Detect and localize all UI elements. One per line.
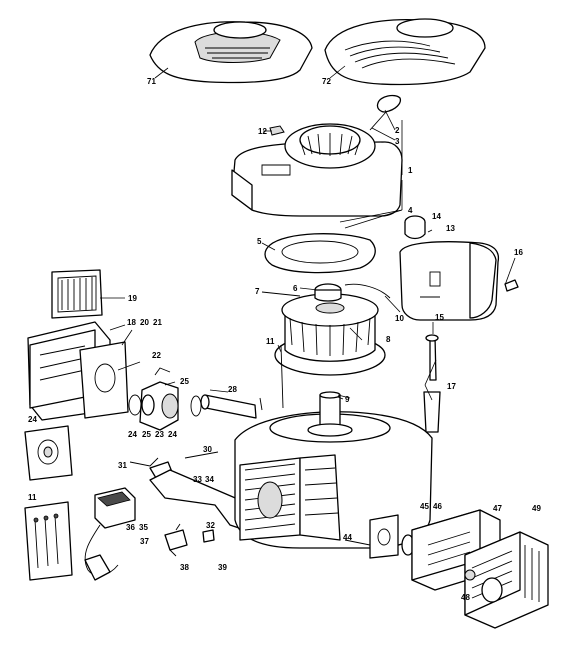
spring-30 bbox=[184, 451, 219, 459]
air-filter-housing bbox=[27, 321, 129, 421]
leader-lines bbox=[100, 65, 516, 401]
callout-25a: 25 bbox=[180, 377, 189, 386]
callout-38: 38 bbox=[180, 563, 189, 572]
engine-block bbox=[234, 391, 433, 549]
callout-48: 48 bbox=[461, 593, 470, 602]
flywheel bbox=[274, 283, 386, 376]
ignition-coil bbox=[84, 487, 136, 581]
callout-14: 14 bbox=[432, 212, 441, 221]
callout-47: 47 bbox=[493, 504, 502, 513]
callout-16: 16 bbox=[514, 248, 523, 257]
dipstick-tube bbox=[423, 334, 441, 433]
callout-24-carb: 24 bbox=[168, 430, 177, 439]
callout-28: 28 bbox=[228, 385, 237, 394]
callout-13: 13 bbox=[446, 224, 455, 233]
callout-45: 45 bbox=[420, 502, 429, 511]
callout-17: 17 bbox=[447, 382, 456, 391]
screw-48 bbox=[464, 569, 476, 581]
callout-3: 3 bbox=[395, 137, 400, 146]
inset-box-head-bolts bbox=[24, 501, 73, 581]
callout-20: 20 bbox=[140, 318, 149, 327]
callout-46: 46 bbox=[433, 502, 442, 511]
callout-4: 4 bbox=[408, 206, 413, 215]
nut-12 bbox=[269, 125, 285, 136]
callout-18: 18 bbox=[127, 318, 136, 327]
callout-24-inset: 24 bbox=[28, 415, 37, 424]
callout-34: 34 bbox=[205, 475, 214, 484]
muffler-gasket bbox=[369, 514, 399, 559]
callout-32: 32 bbox=[206, 521, 215, 530]
callout-22: 22 bbox=[152, 351, 161, 360]
bolt-39 bbox=[202, 529, 215, 543]
callout-12: 12 bbox=[258, 127, 267, 136]
callout-31: 31 bbox=[118, 461, 127, 470]
engine-cover-72 bbox=[324, 18, 486, 86]
callout-36: 36 bbox=[126, 523, 135, 532]
callout-39: 39 bbox=[218, 563, 227, 572]
callout-23: 23 bbox=[155, 430, 164, 439]
callout-25: 25 bbox=[142, 430, 151, 439]
callout-15: 15 bbox=[435, 313, 444, 322]
callout-24-gasket: 24 bbox=[128, 430, 137, 439]
callout-10: 10 bbox=[395, 314, 404, 323]
callout-44: 44 bbox=[343, 533, 352, 542]
spark-plug bbox=[164, 523, 188, 557]
gasket-24 bbox=[128, 394, 142, 416]
callout-30: 30 bbox=[203, 445, 212, 454]
callout-labels: 71 72 12 2 3 1 4 5 6 7 10 8 9 11 14 13 1… bbox=[28, 77, 541, 602]
spring-31 bbox=[129, 457, 159, 467]
callout-72: 72 bbox=[322, 77, 331, 86]
callout-19: 19 bbox=[128, 294, 137, 303]
callout-9: 9 bbox=[345, 395, 350, 404]
callout-21: 21 bbox=[153, 318, 162, 327]
crank-9 bbox=[337, 394, 351, 399]
callout-71: 71 bbox=[147, 77, 156, 86]
bolt-28 bbox=[259, 397, 263, 411]
callout-6: 6 bbox=[293, 284, 298, 293]
callout-8: 8 bbox=[386, 335, 391, 344]
pulley-wire-10 bbox=[344, 283, 391, 299]
callout-35: 35 bbox=[139, 523, 148, 532]
muffler-guard bbox=[464, 531, 549, 629]
callout-11: 11 bbox=[266, 337, 275, 346]
exhaust-stud-44 bbox=[344, 539, 371, 546]
flange-plate bbox=[264, 233, 376, 274]
fuel-tank bbox=[399, 215, 500, 321]
callout-11-inset: 11 bbox=[28, 493, 37, 502]
inset-box-carb-gaskets bbox=[24, 425, 73, 481]
intake-manifold bbox=[200, 394, 257, 419]
callout-37: 37 bbox=[140, 537, 149, 546]
air-filter-element bbox=[51, 269, 103, 319]
callout-5: 5 bbox=[257, 237, 262, 246]
callout-7: 7 bbox=[255, 287, 260, 296]
callout-49: 49 bbox=[532, 504, 541, 513]
callout-33: 33 bbox=[193, 475, 202, 484]
engine-cover-71 bbox=[149, 21, 313, 84]
callout-1: 1 bbox=[408, 166, 413, 175]
head-bolt-11 bbox=[280, 344, 284, 409]
starter-handle bbox=[369, 94, 402, 131]
fuel-tank-screw bbox=[504, 279, 519, 292]
carburetor bbox=[139, 367, 202, 431]
callout-2: 2 bbox=[395, 126, 400, 135]
key-7 bbox=[261, 291, 301, 297]
recoil-starter-housing bbox=[231, 123, 403, 217]
